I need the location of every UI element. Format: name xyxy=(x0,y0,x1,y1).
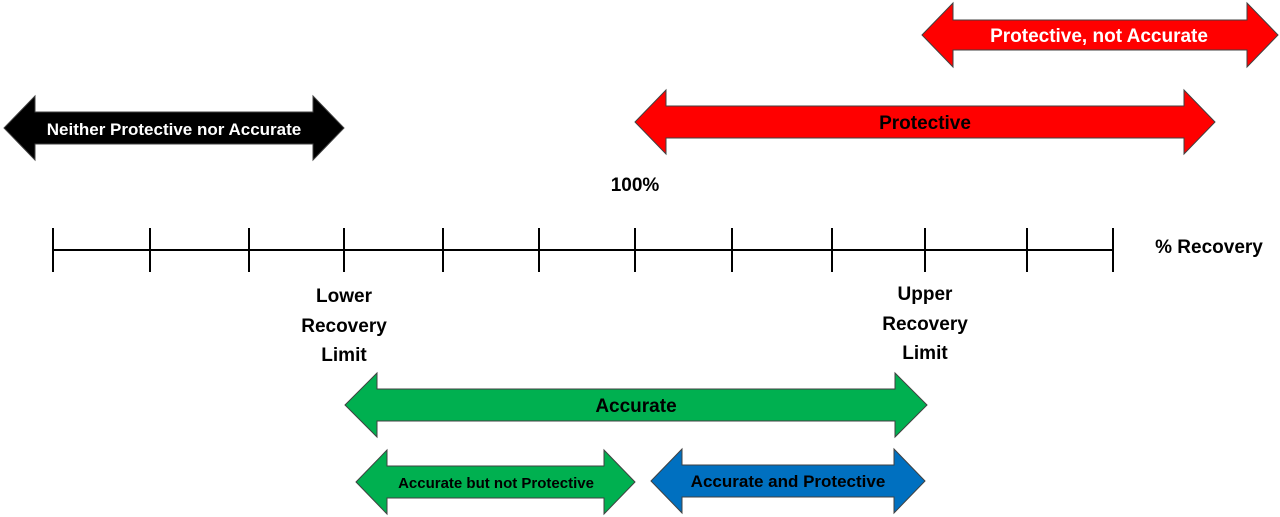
arrow-label: Neither Protective nor Accurate xyxy=(47,120,301,139)
axis-ticks xyxy=(52,228,1114,272)
arrow-shape xyxy=(3,94,345,162)
center-label: 100% xyxy=(611,175,660,196)
arrow-label: Accurate xyxy=(595,396,676,417)
arrow-shape xyxy=(344,371,928,439)
arrow-label: Protective, not Accurate xyxy=(990,26,1208,47)
arrow-accurate-and-protective: Accurate and Protective xyxy=(650,447,926,515)
upper-limit-line-3: Limit xyxy=(902,343,948,364)
upper-limit-line-2: Recovery xyxy=(882,314,968,335)
lower-limit-line-3: Limit xyxy=(321,345,367,366)
arrow-neither: Neither Protective nor Accurate xyxy=(3,94,345,162)
arrow-label: Accurate but not Protective xyxy=(398,475,594,492)
arrow-label: Protective xyxy=(879,113,971,134)
arrow-shape xyxy=(650,447,926,515)
arrow-shape xyxy=(355,448,636,516)
lower-recovery-limit-label: Lower Recovery Limit xyxy=(301,286,387,366)
arrow-accurate: Accurate xyxy=(344,371,928,439)
arrow-label: Accurate and Protective xyxy=(691,472,886,491)
arrow-shape xyxy=(634,88,1216,156)
upper-limit-line-1: Upper xyxy=(898,284,954,305)
arrow-protective-not-accurate: Protective, not Accurate xyxy=(921,1,1279,69)
arrow-shape xyxy=(921,1,1279,69)
lower-limit-line-2: Recovery xyxy=(301,316,387,337)
arrow-accurate-not-protective: Accurate but not Protective xyxy=(355,448,636,516)
arrow-protective: Protective xyxy=(634,88,1216,156)
lower-limit-line-1: Lower xyxy=(316,286,373,307)
axis-label: % Recovery xyxy=(1155,237,1263,258)
upper-recovery-limit-label: Upper Recovery Limit xyxy=(882,284,968,364)
